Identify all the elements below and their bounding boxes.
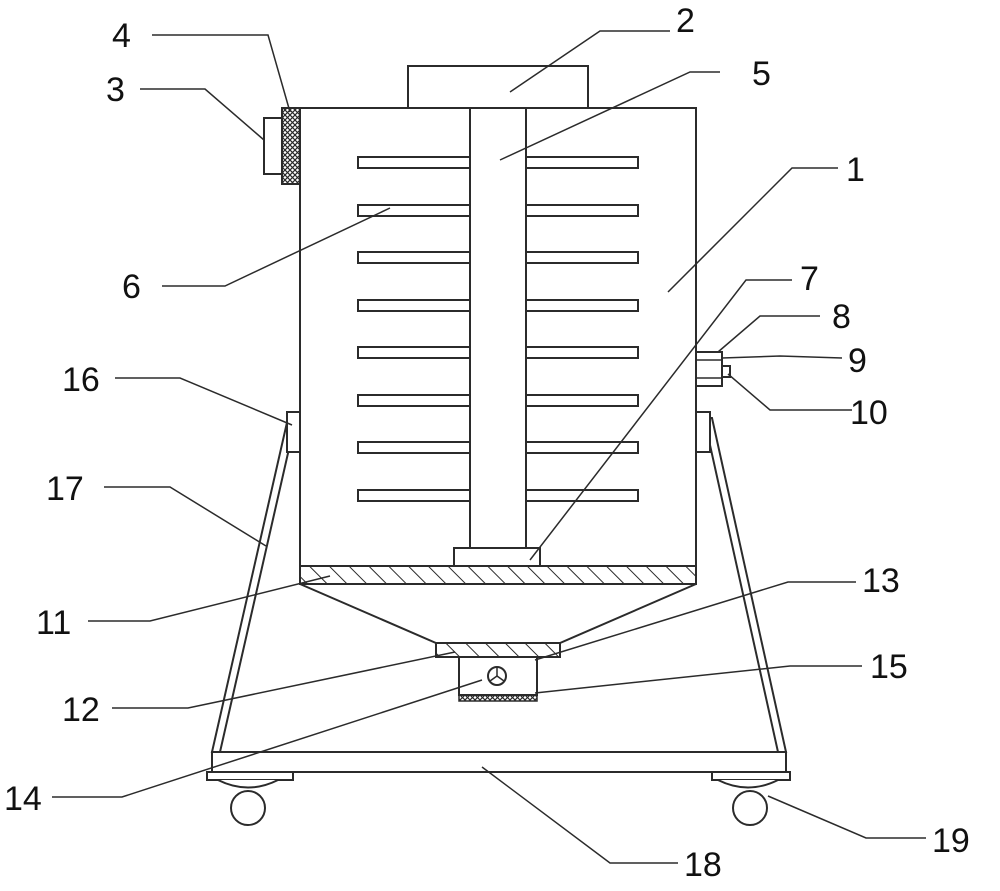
label-2: 2 (676, 2, 695, 40)
right-wheel-bracket (711, 771, 791, 781)
right-wheel-fork (717, 779, 779, 789)
label-3: 3 (106, 71, 125, 109)
bottom-seal (458, 694, 538, 702)
label-15: 15 (870, 648, 908, 686)
left-wheel (230, 790, 266, 826)
label-7: 7 (800, 260, 819, 298)
label-14: 14 (4, 780, 42, 818)
motor (407, 65, 589, 109)
label-9: 9 (848, 342, 867, 380)
control-box (263, 117, 283, 175)
stirring-blades (357, 156, 639, 502)
label-17: 17 (46, 470, 84, 508)
label-4: 4 (112, 17, 131, 55)
label-19: 19 (932, 822, 970, 860)
base-platform (211, 751, 787, 773)
filter-plate-hatch (299, 565, 697, 585)
bottom-bearing (453, 547, 541, 567)
valve-icon (487, 666, 507, 686)
label-13: 13 (862, 562, 900, 600)
label-11: 11 (36, 604, 71, 642)
label-12: 12 (62, 691, 100, 729)
discharge-screen (435, 642, 561, 658)
left-wheel-bracket (206, 771, 294, 781)
left-wheel-fork (217, 779, 279, 789)
label-6: 6 (122, 268, 141, 306)
label-16: 16 (62, 361, 100, 399)
hopper (299, 583, 697, 644)
leader-lines (52, 30, 926, 864)
control-panel (281, 107, 301, 185)
right-wheel (732, 790, 768, 826)
label-10: 10 (850, 394, 888, 432)
right-hinge-block (695, 411, 711, 453)
label-5: 5 (752, 55, 771, 93)
label-1: 1 (846, 151, 865, 189)
left-hinge-block (286, 411, 302, 453)
callout-labels: 4 3 2 5 1 6 7 8 9 10 16 17 11 12 13 15 1… (4, 2, 970, 884)
label-18: 18 (684, 846, 722, 884)
stirring-shaft (469, 107, 527, 549)
sensor-housing (695, 351, 723, 387)
sensor-probe (721, 365, 731, 378)
label-8: 8 (832, 298, 851, 336)
